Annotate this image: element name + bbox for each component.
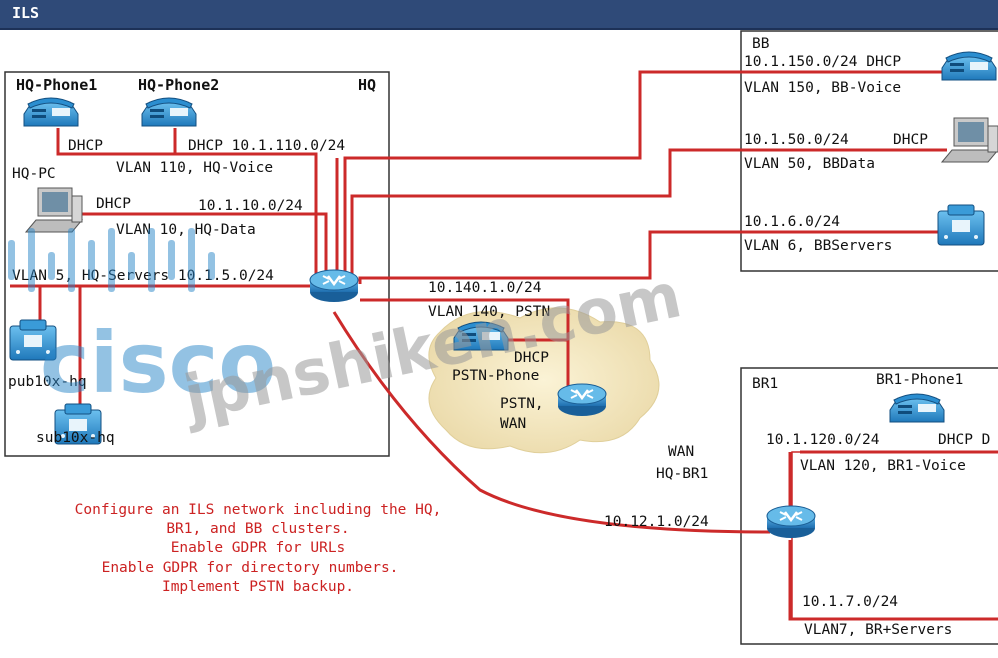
cisco-logo-watermark: cisco xyxy=(8,228,276,412)
title-bar: ILS xyxy=(0,0,998,30)
bb-servers-subnet-label: 10.1.6.0/24 xyxy=(744,214,840,230)
hq-phone1-dhcp-label: DHCP xyxy=(68,138,103,154)
br1-router-icon[interactable] xyxy=(765,504,817,540)
hq-voice-subnet-label: DHCP 10.1.110.0/24 xyxy=(188,138,345,154)
task-line-4: Enable GDPR for directory numbers. xyxy=(102,560,399,576)
bb-data-subnet-label: 10.1.50.0/24 xyxy=(744,132,849,148)
br1-phone1-label: BR1-Phone1 xyxy=(876,372,963,388)
task-line-3: Enable GDPR for URLs xyxy=(171,540,346,556)
br1-voice-dhcp-label: DHCP D xyxy=(938,432,990,448)
task-line-1: Configure an ILS network including the H… xyxy=(75,502,442,518)
hq-data-vlan-label: VLAN 10, HQ-Data xyxy=(116,222,256,238)
cisco-watermark-text: cisco xyxy=(40,314,276,412)
br1-site-label: BR1 xyxy=(752,376,778,392)
hq-site-box xyxy=(4,71,390,457)
hq-voice-vlan-label: VLAN 110, HQ-Voice xyxy=(116,160,273,176)
task-line-5: Implement PSTN backup. xyxy=(162,579,354,595)
br1-voice-subnet-label: 10.1.120.0/24 xyxy=(766,432,880,448)
network-links xyxy=(10,70,998,621)
pstn-vlan-label: VLAN 140, PSTN xyxy=(428,304,550,320)
bb-site-label: BB xyxy=(752,36,770,52)
bb-voice-subnet-label: 10.1.150.0/24 DHCP xyxy=(744,54,901,70)
pstn-subnet-label: 10.140.1.0/24 xyxy=(428,280,542,296)
hq-site-label: HQ xyxy=(358,76,376,94)
hq-data-subnet-label: 10.1.10.0/24 xyxy=(198,198,303,214)
wan-label: WAN xyxy=(668,444,694,460)
pstn-router-label-1: PSTN, xyxy=(500,396,544,412)
bb-data-vlan-label: VLAN 50, BBData xyxy=(744,156,875,172)
pstn-phone-label: PSTN-Phone xyxy=(452,368,539,384)
pub10x-hq-label: pub10x-hq xyxy=(8,374,87,390)
sub10x-hq-label: sub10x-hq xyxy=(36,430,115,446)
hq-pc-icon[interactable] xyxy=(25,187,83,233)
bb-data-dhcp-label: DHCP xyxy=(893,132,928,148)
hq-pc-label: HQ-PC xyxy=(12,166,56,182)
hq-phone2-label: HQ-Phone2 xyxy=(138,76,219,94)
window-title: ILS xyxy=(12,4,40,22)
task-line-2: BR1, and BB clusters. xyxy=(166,521,349,537)
br1-site-box xyxy=(740,367,998,645)
hq-phone1-label: HQ-Phone1 xyxy=(16,76,97,94)
pstn-router-icon[interactable] xyxy=(556,382,608,418)
wan-link-label: HQ-BR1 xyxy=(656,466,708,482)
pstn-dhcp-label: DHCP xyxy=(514,350,549,366)
bb-phone-icon[interactable] xyxy=(941,51,997,81)
bb-pc-icon[interactable] xyxy=(941,117,998,163)
br1-voice-vlan-label: VLAN 120, BR1-Voice xyxy=(800,458,966,474)
br1-servers-vlan-label: VLAN7, BR+Servers xyxy=(804,622,952,638)
pstn-router-label-2: WAN xyxy=(500,416,526,432)
br1-servers-subnet-label: 10.1.7.0/24 xyxy=(802,594,898,610)
bb-server-icon[interactable] xyxy=(937,204,985,246)
bb-servers-vlan-label: VLAN 6, BBServers xyxy=(744,238,892,254)
hq-phone1-icon[interactable] xyxy=(23,97,79,127)
wan-subnet-label: 10.12.1.0/24 xyxy=(604,514,709,530)
bb-voice-vlan-label: VLAN 150, BB-Voice xyxy=(744,80,901,96)
hq-pc-dhcp-label: DHCP xyxy=(96,196,131,212)
hq-phone2-icon[interactable] xyxy=(141,97,197,127)
task-instructions: Configure an ILS network including the H… xyxy=(75,502,442,595)
br1-phone1-icon[interactable] xyxy=(889,393,945,423)
hq-router-icon[interactable] xyxy=(308,268,360,304)
